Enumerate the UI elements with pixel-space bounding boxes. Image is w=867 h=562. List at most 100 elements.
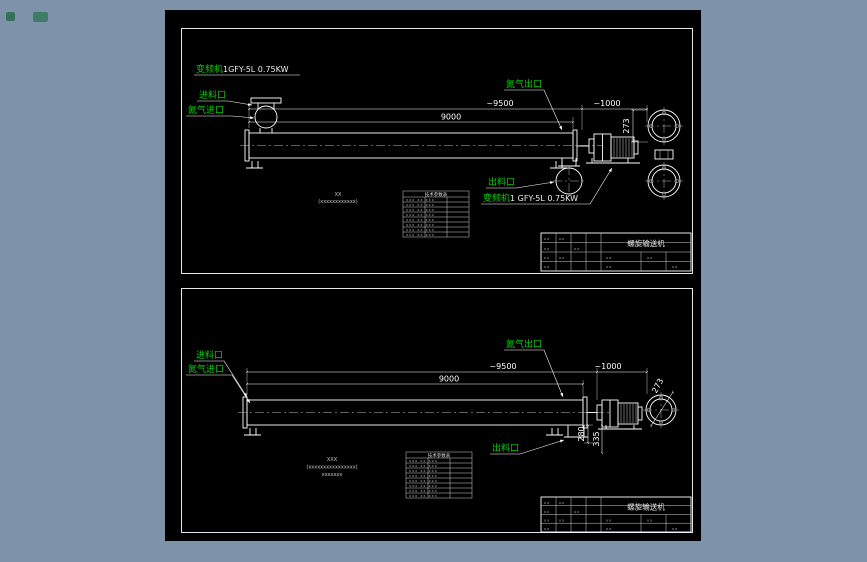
label-inlet: 进料口 <box>199 89 226 101</box>
svg-text:xx: xx <box>606 527 612 531</box>
label-freq-motor-2-spec: 1 GFY-5L 0.75KW <box>510 194 578 203</box>
motor-fins <box>620 404 637 423</box>
table-title: 技术参数表 <box>425 191 448 198</box>
dim-overall: ~9500 <box>486 99 513 108</box>
sheet-bottom: ~9500 ~1000 9000 273 280 335 进料口 <box>181 288 693 533</box>
drawing-note: (xxxxxxxxxxxxxxxx) <box>306 465 357 471</box>
parameter-table: 技术参数表 xxx xx xxx xxx xx xxx xxx xx xxx x… <box>405 451 473 499</box>
svg-text:xxx xx xxx: xxx xx xxx <box>409 469 438 473</box>
svg-text:xx: xx <box>544 247 550 251</box>
dim-flange-dia: 273 <box>622 118 631 133</box>
title-block: 螺旋输送机 xx xx xx xx xx xx xx xx xx xx xx <box>540 496 692 533</box>
desktop-artifact <box>33 12 48 22</box>
svg-text:xx: xx <box>544 265 550 269</box>
svg-text:xx: xx <box>559 256 565 260</box>
chute-neck <box>564 425 588 438</box>
label-n2-outlet: 氮气出口 <box>506 338 542 350</box>
inlet-flange <box>250 97 282 104</box>
svg-text:xxx xx xxx: xxx xx xxx <box>406 213 435 217</box>
svg-text:xx: xx <box>672 527 678 531</box>
svg-text:xx: xx <box>672 265 678 269</box>
support-legs <box>244 428 563 436</box>
dimensions: ~9500 ~1000 9000 273 <box>247 99 649 144</box>
svg-text:xx: xx <box>606 265 612 269</box>
sheet-border <box>181 288 693 533</box>
label-inlet: 进料口 <box>196 349 223 361</box>
svg-text:xxx xx xxx: xxx xx xxx <box>406 208 435 212</box>
dim-screw-length: 9000 <box>441 113 461 122</box>
drawing-title: 螺旋输送机 <box>627 502 665 512</box>
svg-text:xx: xx <box>544 510 550 514</box>
title-block: 螺旋输送机 xx xx xx xx xx xx xx xx xx xx xx <box>540 232 692 272</box>
svg-text:xx: xx <box>574 510 580 514</box>
conveyor-assembly <box>238 396 612 436</box>
dim-overall: ~9500 <box>489 362 516 371</box>
support-legs <box>246 161 567 169</box>
svg-text:xxx xx xxx: xxx xx xxx <box>409 479 438 483</box>
svg-text:xxx xx xxx: xxx xx xxx <box>409 464 438 468</box>
outlet-centerlines <box>553 166 585 196</box>
dim-screw-length: 9000 <box>439 375 459 384</box>
dim-outlet-height: 280 <box>577 426 586 441</box>
dim-line-dia <box>650 390 674 428</box>
svg-text:xxx xx xxx: xxx xx xxx <box>409 494 438 498</box>
svg-text:xx: xx <box>544 527 550 531</box>
svg-text:xx: xx <box>574 247 580 251</box>
drive-motor <box>587 399 643 430</box>
svg-text:xx: xx <box>647 519 653 523</box>
dim-drive-end: ~1000 <box>594 362 621 371</box>
dimensions: ~9500 ~1000 9000 273 280 335 <box>245 362 674 455</box>
svg-text:xxx xx xxx: xxx xx xxx <box>406 228 435 232</box>
motor-fins <box>613 138 633 157</box>
svg-text:xxx xx xxx: xxx xx xxx <box>406 218 435 222</box>
drawing-note: (xxxxxxxxxxxx) <box>318 199 357 205</box>
svg-text:xx: xx <box>544 237 550 241</box>
flange-stub <box>654 149 674 160</box>
inlet-stub <box>259 128 273 133</box>
motor-base <box>598 425 642 430</box>
svg-text:xxx xx xxx: xxx xx xxx <box>409 484 438 488</box>
dim-outlet-offset: 335 <box>592 431 601 446</box>
svg-text:xx: xx <box>559 501 565 505</box>
motor-cap <box>637 406 643 421</box>
drawing-note: XX <box>335 192 342 198</box>
drive-motor <box>577 133 640 164</box>
svg-text:xx: xx <box>647 256 653 260</box>
cad-viewport[interactable]: ~9500 ~1000 9000 273 变频机 1GFY-5L 0.75KW … <box>165 10 701 541</box>
label-outlet: 出料口 <box>488 176 515 188</box>
label-n2-inlet: 氮气进口 <box>188 363 224 375</box>
outlet-nozzle <box>553 158 585 196</box>
conveyor-assembly <box>240 129 602 169</box>
bearing <box>588 138 595 154</box>
svg-text:xx: xx <box>559 237 565 241</box>
desktop-artifact <box>6 12 15 21</box>
drawing-note: XXX <box>327 457 338 463</box>
svg-text:xxx xx xxx: xxx xx xxx <box>409 459 438 463</box>
cad-drawing: ~9500 ~1000 9000 273 变频机 1GFY-5L 0.75KW … <box>181 28 693 533</box>
sheet-top: ~9500 ~1000 9000 273 变频机 1GFY-5L 0.75KW … <box>181 28 693 274</box>
motor-body <box>610 136 635 159</box>
svg-text:xx: xx <box>544 501 550 505</box>
flange-end-views <box>645 107 683 200</box>
dim-flange-dia: 273 <box>650 377 665 395</box>
inlet-port-circle <box>254 105 278 129</box>
motor-base <box>586 158 640 164</box>
sheet-border <box>181 28 693 274</box>
svg-text:xxx xx xxx: xxx xx xxx <box>406 233 435 237</box>
svg-text:xxx xx xxx: xxx xx xxx <box>409 489 438 493</box>
outlet-chute <box>564 425 588 438</box>
svg-text:xx: xx <box>606 519 612 523</box>
drawing-note: xxxxxxx <box>322 472 343 478</box>
label-freq-motor: 变频机 <box>196 63 223 75</box>
svg-text:xxx xx xxx: xxx xx xxx <box>406 198 435 202</box>
parameter-table: 技术参数表 xxx xx xxx xxx xx xxx xxx xx xxx x… <box>402 190 470 238</box>
svg-text:xx: xx <box>544 256 550 260</box>
svg-text:xx: xx <box>544 519 550 523</box>
label-n2-inlet: 氮气进口 <box>188 104 224 116</box>
drawing-title: 螺旋输送机 <box>627 238 665 248</box>
label-freq-motor-spec: 1GFY-5L 0.75KW <box>223 65 289 74</box>
motor-cap <box>633 140 639 155</box>
inlet-nozzle <box>250 97 282 133</box>
svg-text:xxx xx xxx: xxx xx xxx <box>409 474 438 478</box>
